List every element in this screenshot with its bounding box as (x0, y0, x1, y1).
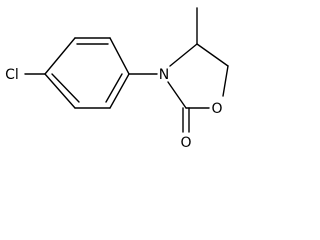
atom-label-o-ring: O (211, 101, 222, 117)
atom-label-n: N (159, 67, 169, 83)
structure-canvas: Cl N O O (0, 0, 244, 152)
bond-ring-3 (109, 37, 130, 75)
bond-c5-o1 (222, 65, 229, 97)
bond-n-c4 (169, 43, 198, 67)
molecule-drawing: Cl N O O (5, 7, 229, 151)
bond-c4-c5 (196, 43, 229, 67)
bond-ring-6 (44, 73, 76, 109)
bond-c2-n (167, 81, 187, 109)
atom-label-cl: Cl (5, 67, 19, 83)
atom-label-o-carbonyl: O (180, 135, 191, 151)
benzene-ring (44, 37, 130, 109)
bond-ring-1 (44, 37, 76, 75)
bond-ring-double-2 (105, 73, 123, 103)
bond-ring-4 (109, 73, 130, 109)
oxazolidinone-ring (167, 43, 229, 109)
bond-ring-double-3 (51, 73, 80, 103)
